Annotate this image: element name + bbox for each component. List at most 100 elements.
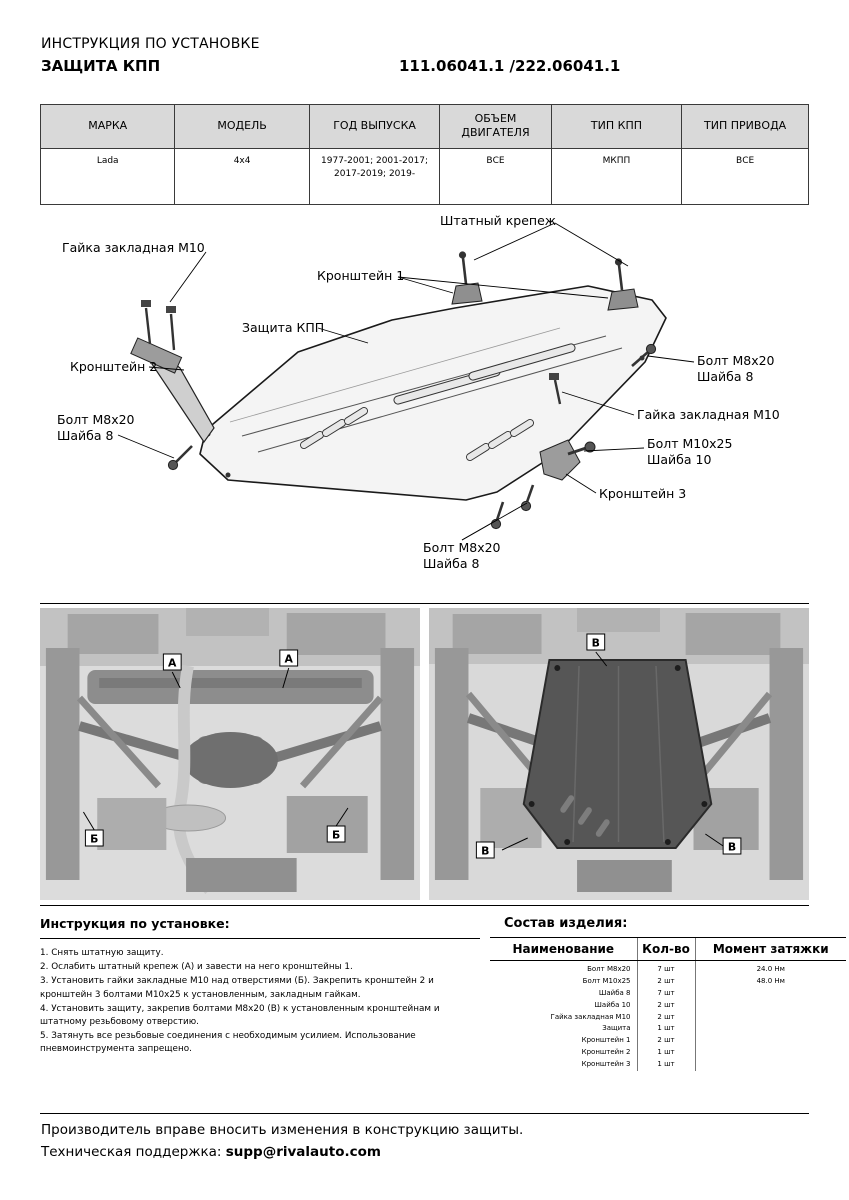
label-bracket3: Кронштейн 3 [599, 486, 687, 501]
svg-text:В: В [481, 844, 489, 857]
bolt-m10 [567, 441, 596, 456]
spec-data-row: Lada 4x4 1977-2001; 2001-2017; 2017-2019… [39, 147, 809, 205]
label-skid-plate: Защита КПП [242, 320, 325, 335]
step-3: 3. Установить гайки закладные М10 над от… [40, 976, 434, 1000]
page-title: ИНСТРУКЦИЯ ПО УСТАНОВКЕ [41, 36, 260, 52]
label-weld-nut-right: Гайка закладная М10 [637, 407, 780, 422]
parts-header-name: Наименование [490, 937, 637, 961]
step-5: 5. Затянуть все резьбовые соединения с н… [40, 1031, 416, 1055]
bracket3 [539, 439, 581, 481]
svg-text:В: В [728, 840, 736, 853]
exploded-diagram: Штатный крепеж Гайка закладная М10 Кронш… [0, 190, 849, 603]
part-name: Шайба 10 [594, 1000, 631, 1009]
part-torque [694, 999, 846, 1012]
part-qty: 2 шт [636, 1035, 695, 1048]
part-torque [694, 1035, 846, 1048]
svg-text:А: А [285, 652, 294, 665]
part-qty: 1 шт [636, 1023, 695, 1036]
part-qty: 7 шт [636, 987, 695, 1000]
marker-A1: А [162, 653, 182, 689]
spec-header-gearbox: ТИП КПП [550, 104, 683, 149]
label-bolt-m8-left: Болт М8х20 Шайба 8 [57, 412, 135, 443]
spec-cell-brand: Lada [39, 147, 176, 205]
bolt-m8-right [631, 343, 657, 367]
spec-cell-gearbox: МКПП [550, 147, 683, 205]
parts-row: Шайба 8 7 шт [490, 987, 846, 1000]
footer-disclaimer: Производитель вправе вносить изменения в… [41, 1122, 524, 1138]
part-torque [694, 1011, 846, 1024]
spec-cell-drive: ВСЕ [681, 147, 809, 205]
parts-title: Состав изделия: [504, 916, 628, 931]
part-name: Кронштейн 2 [581, 1048, 631, 1057]
parts-row: Болт М10х25 2 шт 48.0 Нм [490, 975, 846, 988]
marker-B2: Б [326, 807, 349, 843]
spec-header-engine: ОБЪЕМ ДВИГАТЕЛЯ [439, 104, 552, 149]
part-name: Болт М10х25 [582, 976, 631, 985]
part-name: Кронштейн 3 [581, 1060, 631, 1069]
part-qty: 2 шт [636, 975, 695, 988]
part-qty: 1 шт [636, 1059, 695, 1072]
svg-text:А: А [168, 656, 177, 669]
bracket2-assembly [130, 300, 215, 444]
photo-after-install: В В В [429, 608, 809, 900]
part-torque [694, 1059, 846, 1072]
marker-B1: Б [83, 811, 104, 847]
installed-plate [522, 659, 713, 849]
part-name: Кронштейн 1 [581, 1036, 631, 1045]
step-1: 1. Снять штатную защиту. [40, 948, 164, 958]
marker-V2: В [475, 837, 528, 859]
marker-V1: В [586, 633, 608, 667]
product-title: ЗАЩИТА КПП [41, 57, 161, 75]
spec-header-model: МОДЕЛЬ [174, 104, 310, 149]
step-4: 4. Установить защиту, закрепив болтами М… [40, 1003, 440, 1027]
support-label: Техническая поддержка: [41, 1144, 226, 1160]
parts-row: Гайка закладная М10 2 шт [490, 1011, 846, 1024]
label-bracket1: Кронштейн 1 [317, 268, 405, 283]
svg-text:Б: Б [332, 828, 340, 841]
footer-support: Техническая поддержка: supp@rivalauto.co… [41, 1144, 381, 1160]
bolts-m8-bottom [490, 484, 535, 530]
spec-cell-model: 4x4 [174, 147, 310, 205]
parts-row: Кронштейн 1 2 шт [490, 1035, 846, 1048]
parts-table: Наименование Кол-во Момент затяжки Болт … [490, 937, 846, 1072]
part-name: Гайка закладная М10 [550, 1012, 631, 1021]
label-bolt-m8-bottom: Болт М8х20 Шайба 8 [423, 540, 501, 571]
bracket1-left [451, 251, 483, 305]
parts-row: Кронштейн 3 1 шт [490, 1059, 846, 1072]
part-torque [694, 1047, 846, 1060]
spec-header-year: ГОД ВЫПУСКА [308, 104, 441, 149]
spec-cell-year: 1977-2001; 2001-2017; 2017-2019; 2019- [308, 147, 441, 205]
parts-header-qty: Кол-во [636, 937, 695, 961]
installation-instructions: Инструкция по установке: 1. Снять штатну… [40, 916, 480, 1058]
photos-section: А А Б Б [40, 608, 809, 900]
parts-row: Защита 1 шт [490, 1023, 846, 1036]
label-bolt-m10: Болт М10х25 Шайба 10 [647, 436, 733, 467]
step-2: 2. Ослабить штатный крепеж (А) и завести… [40, 962, 353, 973]
parts-row: Кронштейн 2 1 шт [490, 1047, 846, 1060]
part-qty: 7 шт [636, 960, 695, 976]
marker-V3: В [705, 833, 742, 855]
support-email[interactable]: supp@rivalauto.com [225, 1144, 381, 1160]
footer-divider [40, 1113, 809, 1114]
exploded-diagram-drawing [117, 222, 695, 541]
spec-header-drive: ТИП ПРИВОДА [681, 104, 809, 149]
photo-after-drawing: В В В [429, 608, 809, 900]
spec-header-brand: МАРКА [39, 104, 176, 149]
label-oem-fasteners: Штатный крепеж [440, 213, 557, 228]
label-bracket2: Кронштейн 2 [70, 359, 158, 374]
svg-text:Б: Б [90, 832, 98, 845]
part-torque: 48.0 Нм [694, 975, 846, 988]
part-numbers: 111.06041.1 /222.06041.1 [399, 57, 621, 75]
parts-row: Болт М8х20 7 шт 24.0 Нм [490, 960, 846, 976]
parts-header-row: Наименование Кол-во Момент затяжки [490, 937, 846, 961]
svg-text:В: В [592, 636, 600, 649]
bolt-m8-left [167, 445, 193, 471]
marker-A2: А [279, 649, 299, 689]
parts-row: Шайба 10 2 шт [490, 999, 846, 1012]
part-qty: 1 шт [636, 1047, 695, 1060]
spec-cell-engine: ВСЕ [439, 147, 552, 205]
part-qty: 2 шт [636, 1011, 695, 1024]
leader-lines [117, 222, 695, 541]
divider-below-photos [40, 905, 809, 906]
